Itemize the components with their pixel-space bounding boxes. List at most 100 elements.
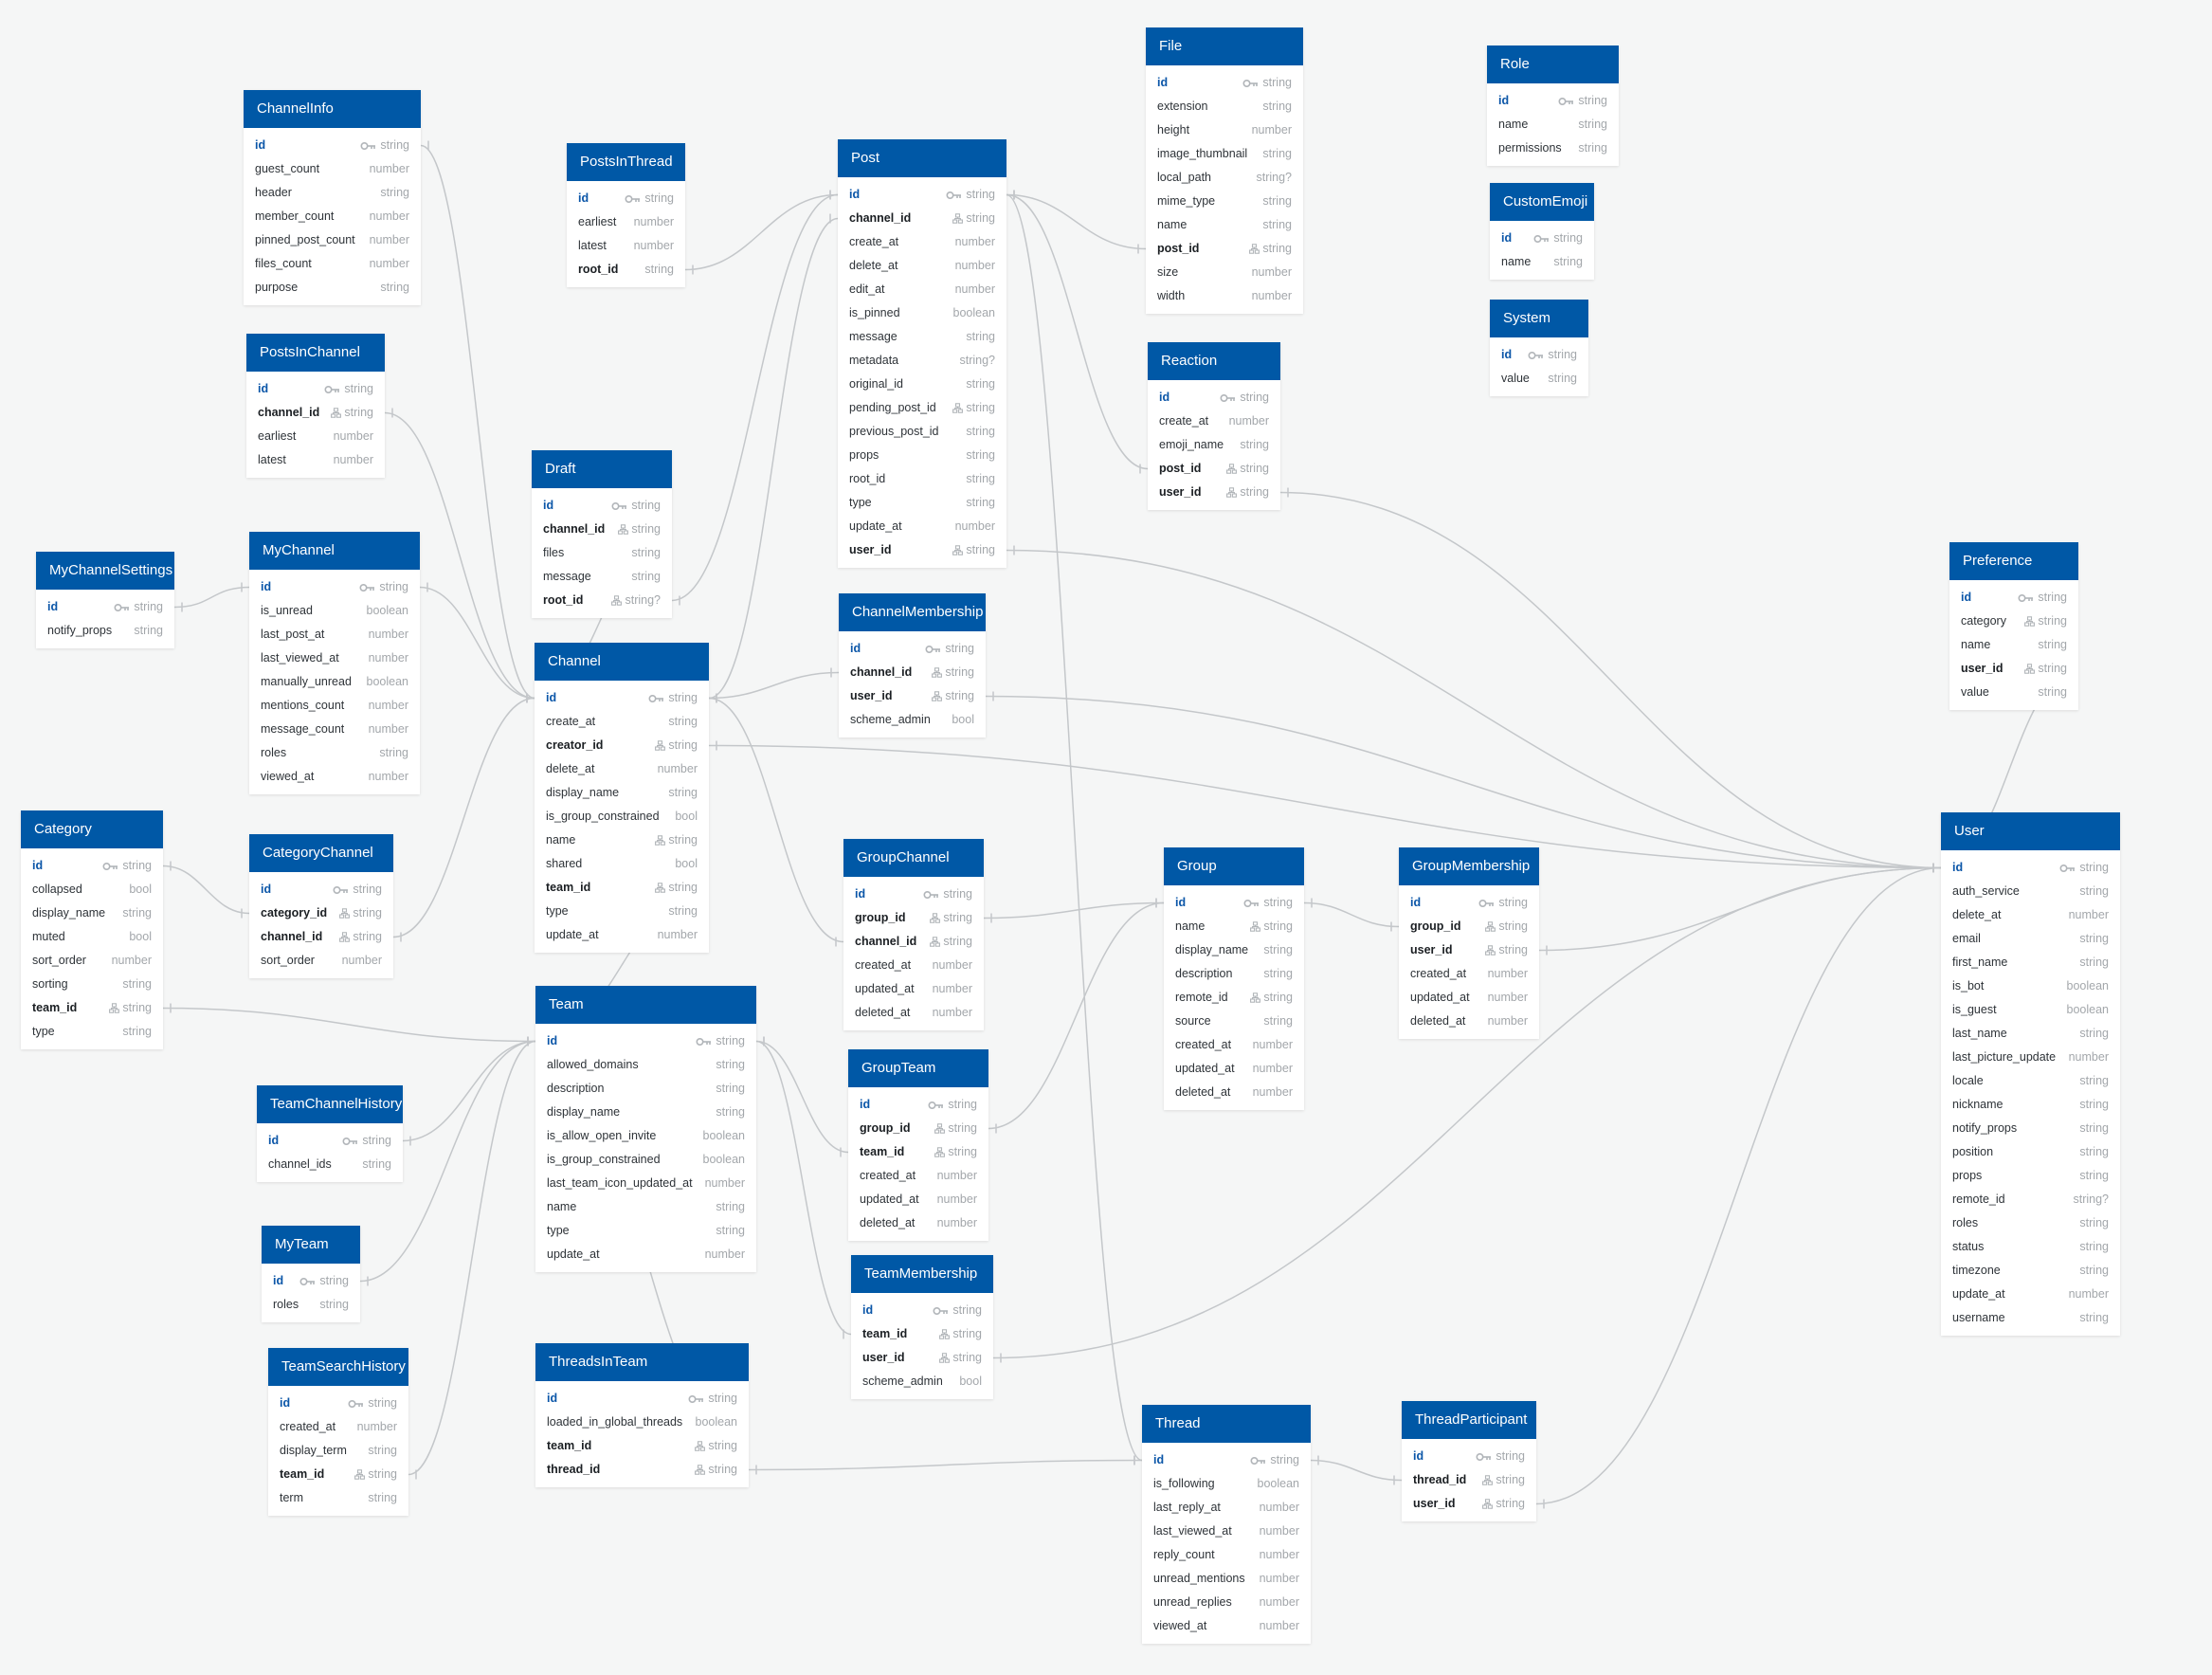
table-title[interactable]: ThreadsInTeam: [535, 1343, 749, 1381]
table-title[interactable]: MyTeam: [262, 1226, 360, 1264]
table-title[interactable]: User: [1941, 812, 2120, 850]
table-title[interactable]: TeamMembership: [851, 1255, 993, 1293]
table-title[interactable]: Channel: [535, 643, 709, 681]
table-title[interactable]: CategoryChannel: [249, 834, 393, 872]
table-title[interactable]: Thread: [1142, 1405, 1311, 1443]
table-title[interactable]: TeamChannelHistory: [257, 1085, 403, 1123]
table-title[interactable]: Draft: [532, 450, 672, 488]
table-title[interactable]: PostsInThread: [567, 143, 685, 181]
